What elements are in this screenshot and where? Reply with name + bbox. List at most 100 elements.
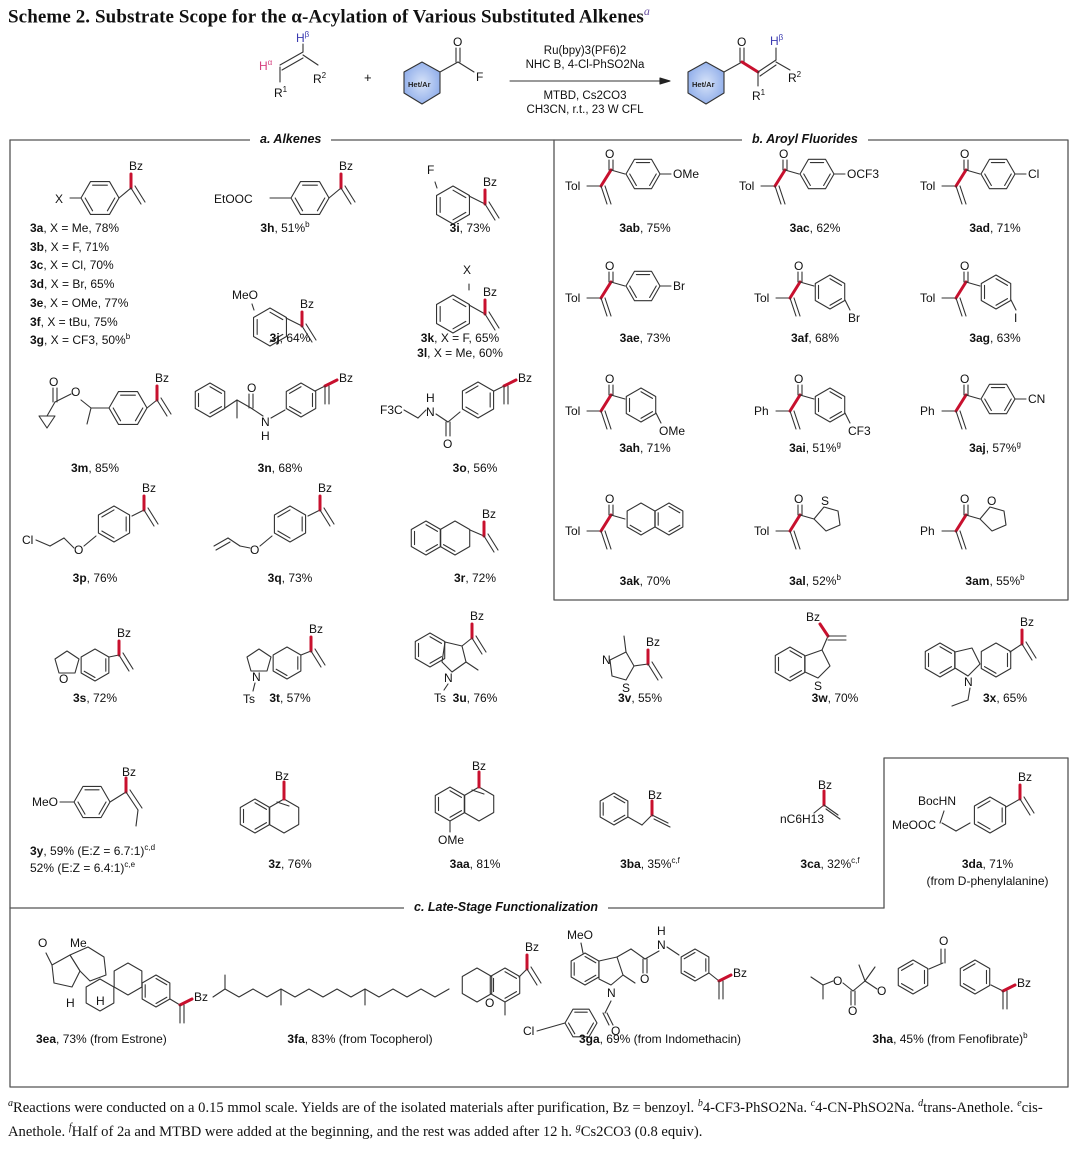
compound-label-3ga: 3ga, 69% (from Indomethacin) xyxy=(560,1031,760,1048)
compound-yield: , 51% xyxy=(274,221,306,235)
compound-label-3ah: 3ah, 71% xyxy=(590,440,700,457)
atom-label: H xyxy=(96,994,105,1008)
atom-label: O xyxy=(71,385,80,399)
catalyst-line: Ru(bpy)3(PF6)2 xyxy=(543,45,627,57)
compound-yield: , X = F, 71% xyxy=(44,239,110,254)
atom-label: Bz xyxy=(142,481,156,495)
atom-label: O xyxy=(987,494,996,508)
structure-3w: SBz xyxy=(774,610,847,693)
compound-yield: , X = OMe, 77% xyxy=(43,295,129,310)
compound-id: 3v xyxy=(617,691,632,705)
footnote-ref: g xyxy=(836,440,841,449)
compound-label-3j: 3j, 64% xyxy=(235,330,345,347)
compound-label-3e: 3e, X = OMe, 77% xyxy=(30,295,190,312)
atom-label: Ph xyxy=(754,404,769,418)
atom-label: Cl xyxy=(1028,167,1039,181)
structure-3ak: Tol O xyxy=(565,492,684,550)
compound-yield: , 69% (from Indomethacin) xyxy=(599,1032,742,1046)
compound-id: 3da xyxy=(961,857,983,871)
compound-label-3w: 3w, 70% xyxy=(780,690,890,707)
compound-yield: , 55% xyxy=(631,691,663,705)
atom-label: Me xyxy=(70,936,87,950)
structure-3a-3g: XBz xyxy=(55,159,146,216)
compound-yield: , 73% xyxy=(459,221,491,235)
atom-label: OMe xyxy=(673,167,699,181)
atom-label: Tol xyxy=(565,524,580,538)
compound-yield: , 71% xyxy=(990,221,1021,235)
compound-id: 3ha xyxy=(872,1032,894,1046)
compound-label-3x: 3x, 65% xyxy=(950,690,1060,707)
atom-label: Bz xyxy=(275,769,289,783)
atom-label: O xyxy=(939,934,948,948)
atom-label: O xyxy=(848,1004,857,1018)
compound-id: 3r xyxy=(453,571,466,585)
compound-id: 3g xyxy=(30,333,45,348)
atom-label: BocHN xyxy=(918,794,956,808)
atom-label: Tol xyxy=(754,524,769,538)
compound-yield: , 62% xyxy=(809,221,841,235)
atom-label: Bz xyxy=(483,175,497,189)
compound-label-3ba: 3ba, 35%c,f xyxy=(595,856,705,873)
compound-label-3h: 3h, 51%b xyxy=(230,220,340,237)
structure-3k: XBz xyxy=(435,263,500,334)
compound-label-3a: 3a, X = Me, 78% xyxy=(30,220,190,237)
compound-id: 3u xyxy=(452,691,467,705)
atom-label: H xyxy=(66,996,75,1010)
compound-id: 3am xyxy=(965,574,990,588)
conditions-below: MTBD, Cs2CO3 CH3CN, r.t., 23 W CFL xyxy=(505,89,665,117)
atom-label: Bz xyxy=(472,759,486,773)
compound-yield: , 35% xyxy=(640,857,672,871)
compound-yield: , 65% xyxy=(996,691,1028,705)
h-beta-label: Hβ xyxy=(296,30,310,45)
footnote-ref: c,f xyxy=(851,856,860,865)
atom-label: CF3 xyxy=(848,424,871,438)
atom-label: O xyxy=(960,259,969,273)
footnote-ref: c,f xyxy=(671,856,680,865)
footnote-ref: c,d xyxy=(144,843,156,852)
atom-label: H xyxy=(261,429,270,443)
atom-label: O xyxy=(611,1024,620,1038)
atom-label: Bz xyxy=(818,778,832,792)
compound-id: 3ac xyxy=(789,221,810,235)
compound-id: 3h xyxy=(260,221,275,235)
atom-label: MeO xyxy=(232,288,258,302)
compound-yield: , 71% xyxy=(982,857,1014,871)
atom-label: O xyxy=(605,492,614,506)
compound-yield: , 73% xyxy=(639,331,671,345)
atom-label: O xyxy=(74,543,83,557)
compound-yield: , 52% xyxy=(805,574,837,588)
compound-label-3u: 3u, 76% xyxy=(420,690,530,707)
compound-id: 3k xyxy=(420,331,435,345)
product-r2: R2 xyxy=(788,70,802,85)
compound-yield: , X = Br, 65% xyxy=(44,277,115,292)
compound-id: 3a xyxy=(30,221,44,235)
atom-label: Ph xyxy=(920,524,935,538)
structure-3x: NBz xyxy=(924,615,1037,707)
compound-yield: , 57% xyxy=(279,691,311,705)
footnotes: aReactions were conducted on a 0.15 mmol… xyxy=(8,1098,1043,1140)
atom-label: O xyxy=(247,381,256,395)
footnote-ref: b xyxy=(125,332,131,342)
atom-label: H xyxy=(426,391,435,405)
atom-label: N xyxy=(602,653,611,667)
atom-label: Tol xyxy=(920,179,935,193)
atom-label: O xyxy=(794,372,803,386)
compound-id: 3b xyxy=(30,239,45,254)
atom-label: Ph xyxy=(920,404,935,418)
compound-yield: , 68% xyxy=(271,461,303,475)
compound-id: 3ai xyxy=(789,441,806,455)
structure-3r: Bz xyxy=(410,507,499,556)
compound-line2: (from D-phenylalanine) xyxy=(926,874,1049,888)
atom-label: Bz xyxy=(339,159,353,173)
structure-3ai: Ph O CF3 xyxy=(754,372,871,438)
atom-label: Bz xyxy=(309,622,323,636)
